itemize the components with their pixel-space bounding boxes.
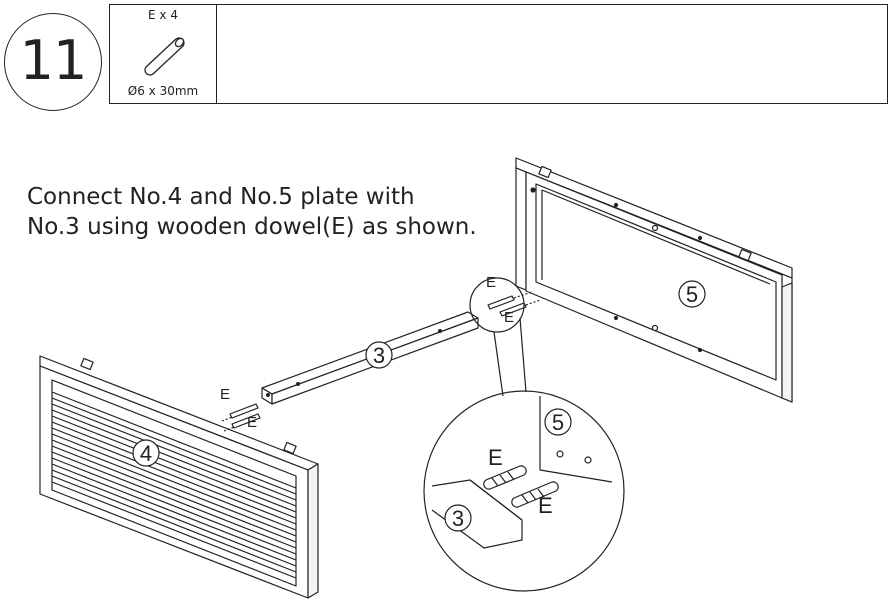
svg-text:3: 3 xyxy=(373,343,385,368)
label-panel-5: 5 xyxy=(678,280,706,308)
svg-text:E: E xyxy=(247,414,257,431)
svg-text:5: 5 xyxy=(686,282,698,307)
part-quantity: E x 4 xyxy=(148,8,178,22)
svg-text:E: E xyxy=(486,274,496,291)
instruction-line-1: Connect No.4 and No.5 plate with xyxy=(27,184,415,210)
wooden-dowel-icon xyxy=(144,37,185,76)
part-size: Ø6 x 30mm xyxy=(127,84,199,98)
part-e-cell: E x 4 Ø6 x 30mm xyxy=(110,5,217,103)
svg-text:5: 5 xyxy=(552,410,564,435)
svg-text:3: 3 xyxy=(452,506,464,531)
svg-text:4: 4 xyxy=(140,441,152,466)
step-number-badge: 11 xyxy=(4,13,102,111)
step-number: 11 xyxy=(19,28,88,92)
label-panel-4: 4 xyxy=(132,439,160,467)
dowel-labels: E E E E E E xyxy=(220,274,553,518)
label-detail-5: 5 xyxy=(544,408,572,436)
svg-text:E: E xyxy=(220,386,230,403)
parts-list: E x 4 Ø6 x 30mm xyxy=(109,4,888,104)
panel-4 xyxy=(39,355,319,599)
label-detail-3: 3 xyxy=(444,504,472,532)
instruction-text: Connect No.4 and No.5 plate with No.3 us… xyxy=(27,182,477,242)
dowel-set-left xyxy=(221,403,261,432)
label-panel-3: 3 xyxy=(365,341,393,369)
svg-text:E: E xyxy=(538,493,553,518)
detail-callout xyxy=(423,277,625,592)
panel-5 xyxy=(515,157,793,403)
svg-text:E: E xyxy=(488,445,503,470)
instruction-line-2: No.3 using wooden dowel(E) as shown. xyxy=(27,214,477,240)
dowel-set-right xyxy=(487,291,541,317)
panel-labels: 4 3 5 5 3 xyxy=(132,280,706,532)
svg-text:E: E xyxy=(504,309,514,326)
